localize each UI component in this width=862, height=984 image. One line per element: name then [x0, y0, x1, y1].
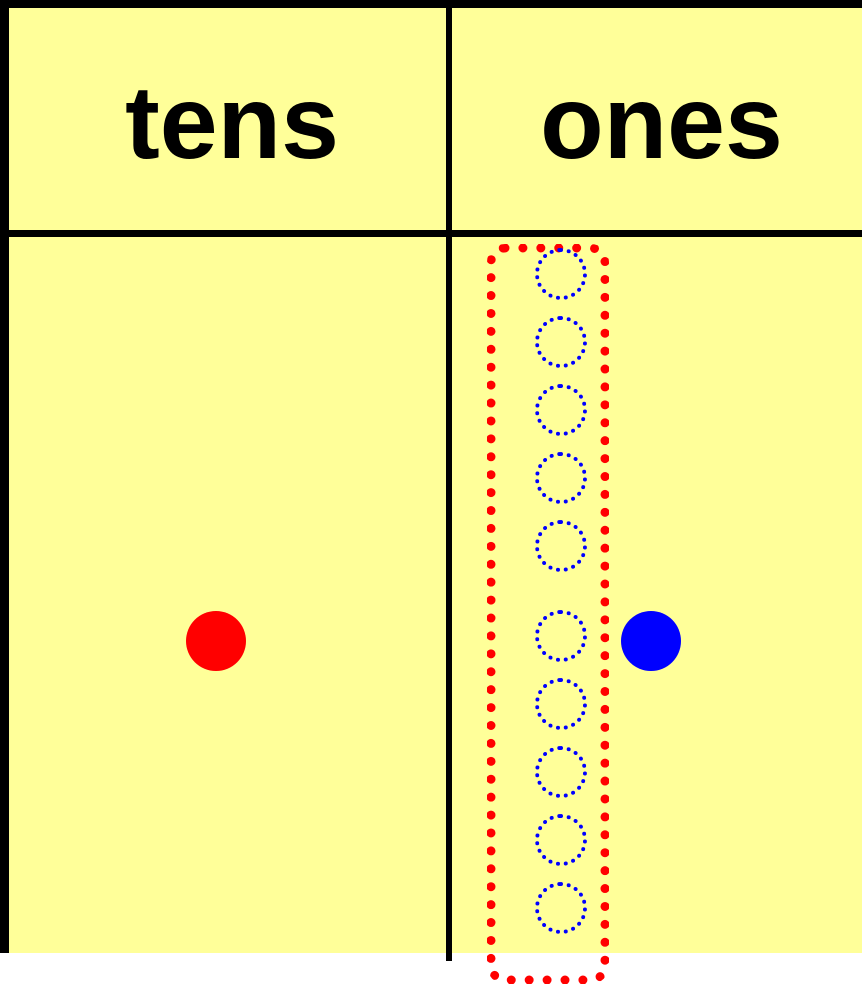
grouped-one-counter: [535, 746, 587, 798]
grouped-one-counter: [535, 248, 587, 300]
ones-counter: [621, 611, 681, 671]
grouped-one-counter: [535, 882, 587, 934]
grouped-one-counter: [535, 678, 587, 730]
grouped-one-counter: [535, 452, 587, 504]
grouped-one-counter: [535, 520, 587, 572]
grouped-one-counter: [535, 814, 587, 866]
tens-counter: [186, 611, 246, 671]
column-divider: [446, 8, 452, 961]
ones-header: ones: [540, 65, 783, 181]
grouped-one-counter: [535, 384, 587, 436]
grouped-one-counter: [535, 610, 587, 662]
tens-header: tens: [125, 65, 339, 181]
header-divider: [9, 230, 862, 237]
grouped-one-counter: [535, 316, 587, 368]
